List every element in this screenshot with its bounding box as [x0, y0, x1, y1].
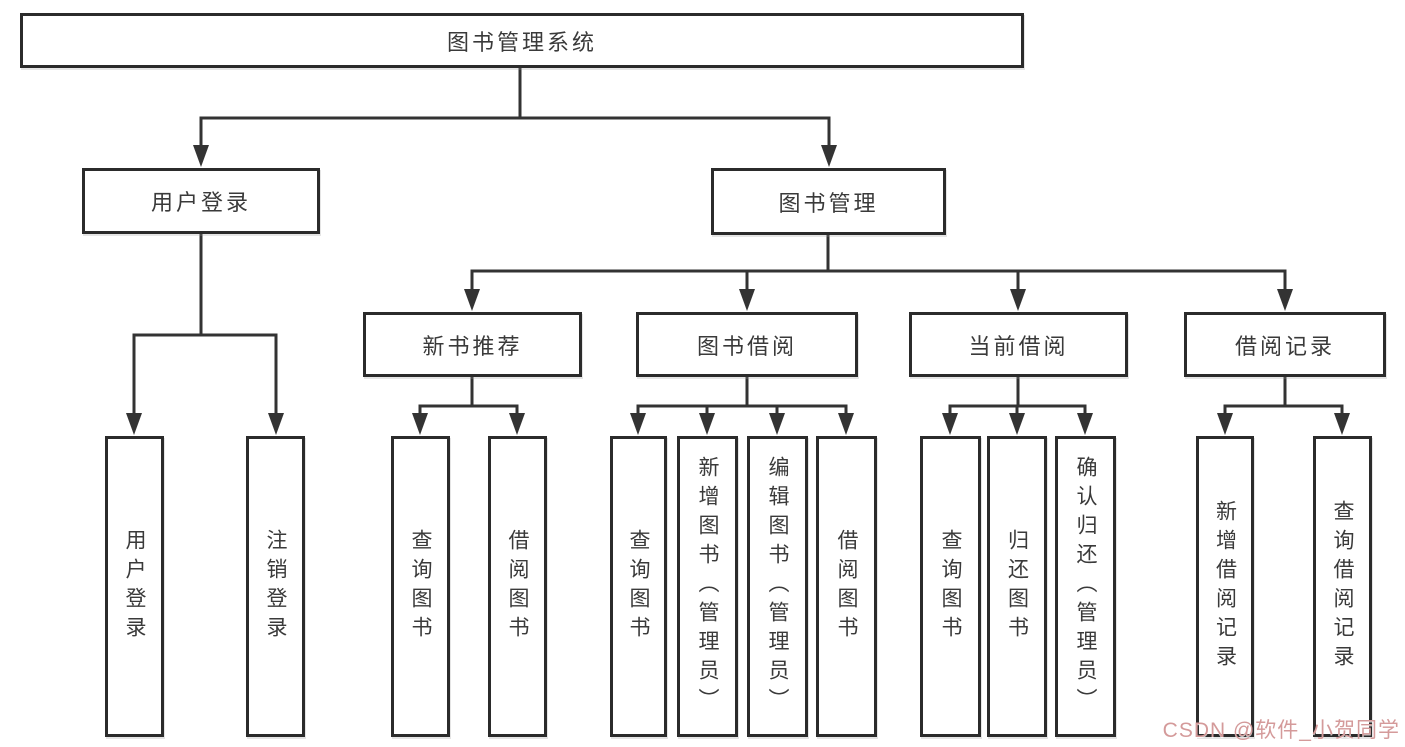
leaf-logout: 注销登录: [246, 436, 305, 737]
node-label: 注销登录: [264, 528, 287, 645]
leaf-confirm-return-admin: 确认归还（管理员）: [1055, 436, 1116, 737]
leaf-query-book-borrowing: 查询图书: [610, 436, 667, 737]
node-book-management: 图书管理: [711, 168, 946, 235]
node-label: 确认归还（管理员）: [1074, 456, 1097, 717]
node-label: 借阅图书: [506, 528, 529, 645]
node-label: 用户登录: [123, 528, 146, 645]
node-label: 图书管理系统: [446, 29, 597, 55]
leaf-borrow-book-recommend: 借阅图书: [488, 436, 547, 737]
node-label: 借阅图书: [835, 528, 858, 645]
node-label: 查询借阅记录: [1331, 499, 1354, 674]
leaf-query-book-recommend: 查询图书: [391, 436, 450, 737]
node-label: 图书借阅: [696, 333, 797, 359]
leaf-user-login: 用户登录: [105, 436, 164, 737]
node-borrowing-records: 借阅记录: [1184, 312, 1386, 377]
node-label: 新增图书（管理员）: [696, 456, 719, 717]
node-current-borrowing: 当前借阅: [909, 312, 1128, 377]
node-book-borrowing: 图书借阅: [636, 312, 858, 377]
leaf-query-book-current: 查询图书: [920, 436, 981, 737]
node-library-system: 图书管理系统: [20, 13, 1024, 68]
node-label: 用户登录: [150, 190, 251, 215]
node-label: 借阅记录: [1234, 333, 1335, 359]
leaf-add-borrow-record: 新增借阅记录: [1196, 436, 1254, 737]
node-label: 查询图书: [627, 528, 650, 645]
node-user-login: 用户登录: [82, 168, 320, 234]
node-label: 编辑图书（管理员）: [766, 456, 789, 717]
node-label: 归还图书: [1005, 528, 1029, 645]
node-label: 新增借阅记录: [1213, 499, 1237, 674]
node-label: 当前借阅: [968, 333, 1069, 359]
node-label: 新书推荐: [422, 333, 523, 359]
leaf-borrow-book: 借阅图书: [816, 436, 877, 737]
csdn-watermark: CSDN @软件_小贺同学: [1162, 719, 1400, 742]
node-label: 查询图书: [939, 528, 962, 645]
connector-stems: [132, 66, 1344, 420]
node-label: 图书管理: [778, 190, 879, 216]
leaf-add-book-admin: 新增图书（管理员）: [677, 436, 738, 737]
node-new-book-recommend: 新书推荐: [363, 312, 582, 377]
arrow-down-icons: [126, 145, 1350, 435]
node-label: 查询图书: [409, 528, 432, 645]
leaf-return-book: 归还图书: [987, 436, 1047, 737]
leaf-query-borrow-record: 查询借阅记录: [1313, 436, 1372, 737]
leaf-edit-book-admin: 编辑图书（管理员）: [747, 436, 808, 737]
